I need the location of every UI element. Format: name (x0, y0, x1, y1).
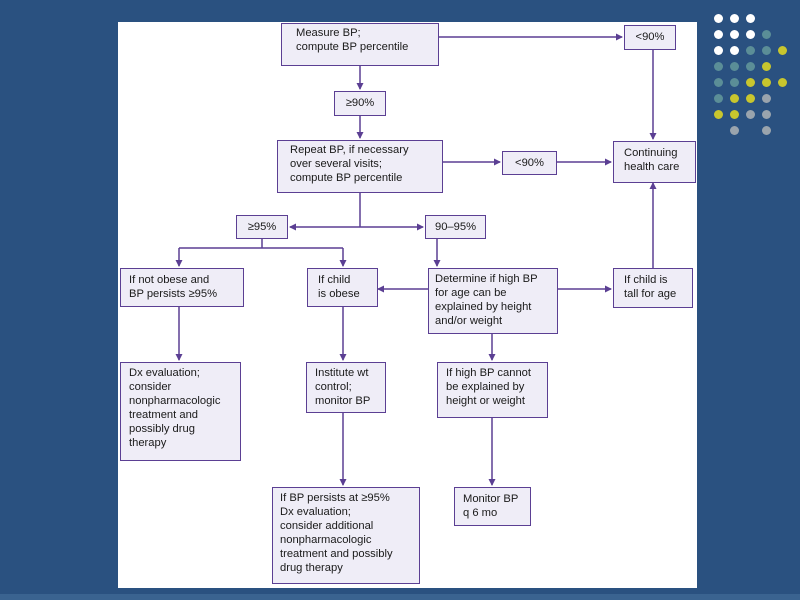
box-measure-bp: Measure BP; compute BP percentile (281, 23, 439, 66)
box-cannot-explain: If high BP cannot be explained by height… (437, 362, 548, 418)
decorative-dot (746, 62, 755, 71)
bottom-strip (0, 594, 800, 600)
decorative-dot (714, 46, 723, 55)
decorative-dot (730, 110, 739, 119)
box-dx-evaluation: Dx evaluation; consider nonpharmacologic… (120, 362, 241, 461)
decorative-dot (730, 62, 739, 71)
box-lt90-mid: <90% (502, 151, 557, 175)
decorative-dot (762, 126, 771, 135)
decorative-dot (778, 78, 787, 87)
box-lt90-top: <90% (624, 25, 676, 50)
box-ge90: ≥90% (334, 91, 386, 116)
decorative-dot (762, 46, 771, 55)
decorative-dot (746, 46, 755, 55)
decorative-dot (730, 126, 739, 135)
decorative-dot (730, 30, 739, 39)
decorative-dot (714, 110, 723, 119)
decorative-dot (762, 94, 771, 103)
decorative-dot (746, 110, 755, 119)
decorative-dot (778, 46, 787, 55)
decorative-dot (762, 30, 771, 39)
decorative-dot (762, 62, 771, 71)
decorative-dot (746, 78, 755, 87)
decorative-dot (714, 94, 723, 103)
box-institute-weight-control: Institute wt control; monitor BP (306, 362, 386, 413)
decorative-dot (746, 94, 755, 103)
box-determine: Determine if high BP for age can be expl… (428, 268, 558, 334)
decorative-dot (714, 62, 723, 71)
decorative-dot (730, 78, 739, 87)
box-ge95: ≥95% (236, 215, 288, 239)
box-monitor-bp: Monitor BP q 6 mo (454, 487, 531, 526)
decorative-dot (730, 14, 739, 23)
box-repeat-bp: Repeat BP, if necessary over several vis… (277, 140, 443, 193)
decorative-dot (714, 78, 723, 87)
decorative-dot (762, 78, 771, 87)
decorative-dot (730, 94, 739, 103)
box-tall-for-age: If child is tall for age (613, 268, 693, 308)
decorative-dot (730, 46, 739, 55)
box-continuing-care: Continuing health care (613, 141, 696, 183)
box-bp-persists: If BP persists at ≥95% Dx evaluation; co… (272, 487, 420, 584)
box-obese: If child is obese (307, 268, 378, 307)
decorative-dot (714, 30, 723, 39)
decorative-dot (714, 14, 723, 23)
decorative-dot (746, 30, 755, 39)
decorative-dot (762, 110, 771, 119)
box-not-obese: If not obese and BP persists ≥95% (120, 268, 244, 307)
box-90-95: 90–95% (425, 215, 486, 239)
decorative-dot (746, 14, 755, 23)
